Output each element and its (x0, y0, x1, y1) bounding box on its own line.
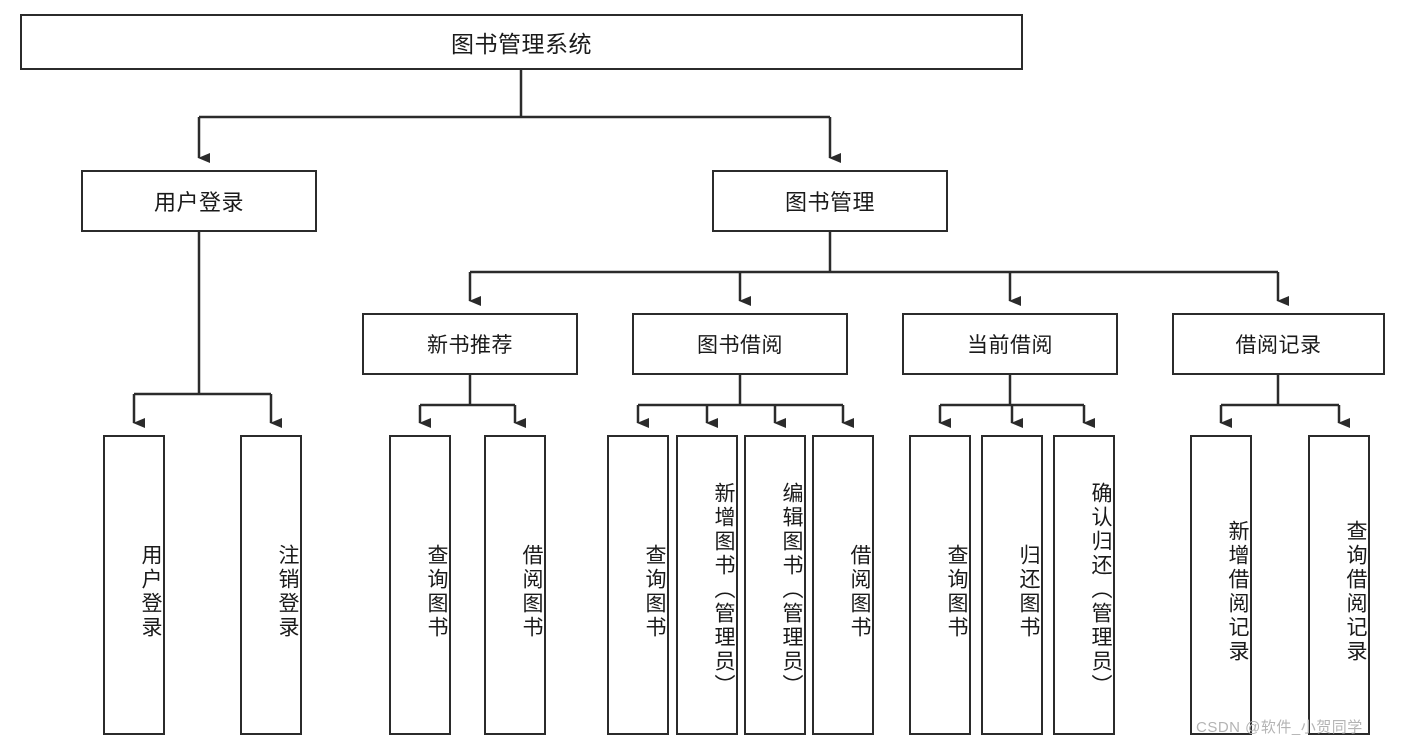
node-leaf-query-book-2[interactable]: 查询图书 (607, 435, 669, 735)
node-leaf-user-login[interactable]: 用户登录 (103, 435, 165, 735)
node-leaf-return-book[interactable]: 归还图书 (981, 435, 1043, 735)
node-leaf-query-borrow-record[interactable]: 查询借阅记录 (1308, 435, 1370, 735)
node-leaf-borrow-book-1[interactable]: 借阅图书 (484, 435, 546, 735)
node-leaf-query-book-3[interactable]: 查询图书 (909, 435, 971, 735)
node-leaf-edit-book-admin[interactable]: 编辑图书（管理员） (744, 435, 806, 735)
node-leaf-confirm-return-admin[interactable]: 确认归还（管理员） (1053, 435, 1115, 735)
node-leaf-query-book-1[interactable]: 查询图书 (389, 435, 451, 735)
node-new-book-recommend[interactable]: 新书推荐 (362, 313, 578, 375)
node-book-manage[interactable]: 图书管理 (712, 170, 948, 232)
node-leaf-add-book-admin[interactable]: 新增图书（管理员） (676, 435, 738, 735)
node-borrow-record[interactable]: 借阅记录 (1172, 313, 1385, 375)
node-root-system[interactable]: 图书管理系统 (20, 14, 1023, 70)
node-user-login[interactable]: 用户登录 (81, 170, 317, 232)
node-leaf-add-borrow-record[interactable]: 新增借阅记录 (1190, 435, 1252, 735)
node-book-borrow[interactable]: 图书借阅 (632, 313, 848, 375)
node-leaf-user-logout[interactable]: 注销登录 (240, 435, 302, 735)
node-leaf-borrow-book-2[interactable]: 借阅图书 (812, 435, 874, 735)
node-current-borrow[interactable]: 当前借阅 (902, 313, 1118, 375)
csdn-watermark: CSDN @软件_小贺同学 (1196, 719, 1363, 736)
